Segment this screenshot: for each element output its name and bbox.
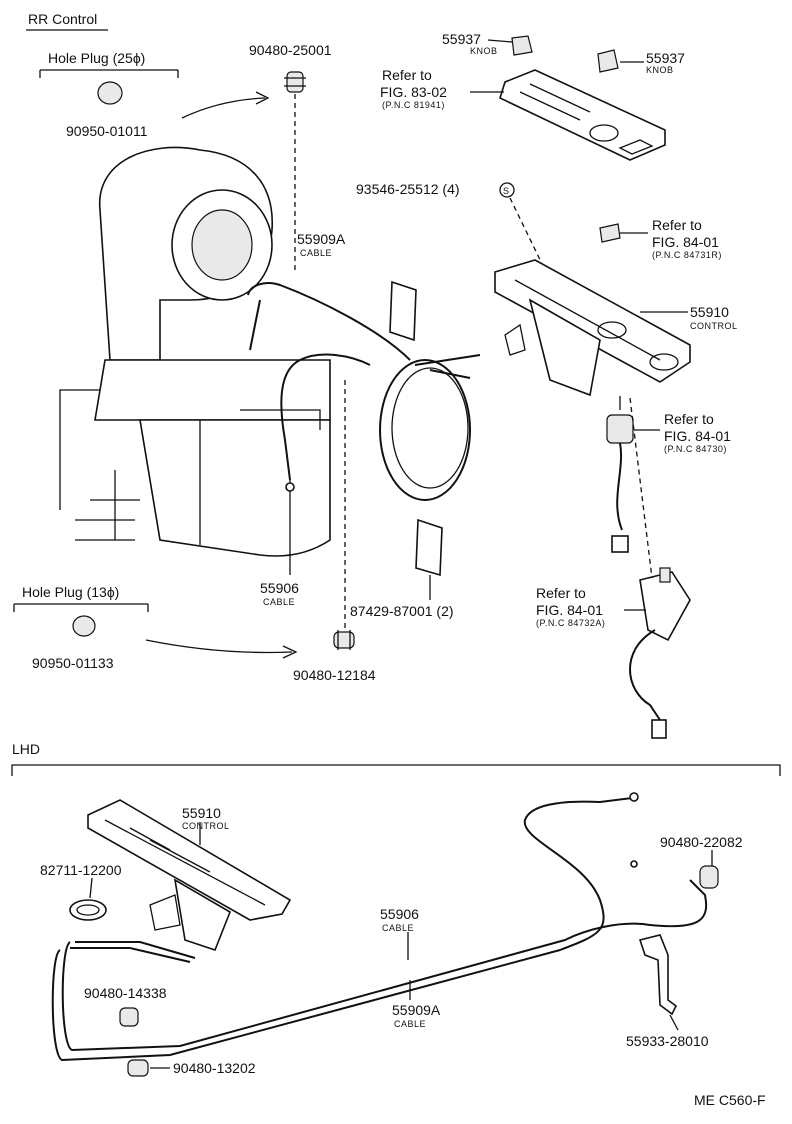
arrow-head-top (255, 91, 270, 105)
label-82711: 82711-12200 (40, 862, 122, 878)
hole-plug-25-part: 90950-01011 (66, 123, 148, 139)
cable-55906-top (280, 359, 301, 481)
cable-55906-top-end (299, 353, 371, 366)
label-refer-84b-fig: FIG. 84-01 (664, 428, 731, 444)
cable-end-lhd-2 (75, 941, 196, 959)
label-refer-84a-refer: Refer to (652, 217, 702, 233)
grommet-14338-icon (119, 1007, 139, 1027)
clip-icon (599, 223, 621, 243)
grommet-icon (284, 71, 306, 93)
cable-coil (379, 359, 471, 501)
label-55909a-top-part: 55909A (297, 231, 346, 247)
label-knob-a-part: 55937 (442, 31, 481, 47)
label-control-top-part: 55910 (690, 304, 729, 320)
hole-plug-13-part: 90950-01133 (32, 655, 114, 671)
resistor-component (629, 567, 691, 739)
drawing-code: ME C560-F (694, 1092, 766, 1108)
label-55906-lhd-part: 55906 (380, 906, 419, 922)
leader-screw (509, 197, 546, 271)
label-55906-top-desc: CABLE (263, 597, 295, 607)
label-55906-top-part: 55906 (260, 580, 299, 596)
arrow-curve-top (181, 97, 266, 119)
hole-plug-25-title: Hole Plug (25ϕ) (48, 50, 145, 66)
bracket-icon (638, 934, 678, 1016)
pad-lower-icon (415, 518, 443, 577)
cable-end-ring (629, 792, 639, 802)
label-control-lhd-desc: CONTROL (182, 821, 230, 831)
label-90480-13202: 90480-13202 (173, 1060, 256, 1076)
label-refer-84c-fig: FIG. 84-01 (536, 602, 603, 618)
cable-to-control (414, 354, 481, 366)
hole-plug-13-title: Hole Plug (13ϕ) (22, 584, 119, 600)
leader-knob-a (487, 39, 513, 43)
hole-plug-25-icon (97, 81, 123, 105)
label-refer-84c-refer: Refer to (536, 585, 586, 601)
cable-coil-inner (391, 367, 469, 489)
cable-to-control-2 (429, 369, 471, 379)
label-knob-b-part: 55937 (646, 50, 685, 66)
label-55906-lhd-desc: CABLE (382, 923, 414, 933)
section-title-rr: RR Control (28, 11, 97, 27)
control-unit-top (494, 259, 691, 397)
control-unit-lhd (87, 799, 292, 951)
label-refer-83-fig: FIG. 83-02 (380, 84, 447, 100)
label-refer-84c-pnc: (P.N.C 84732A) (536, 618, 605, 628)
grommet-12184-icon (333, 630, 355, 650)
label-refer-84a-pnc: (P.N.C 84731R) (652, 250, 722, 260)
leader-dashed-3 (629, 397, 653, 579)
label-90480-22082: 90480-22082 (660, 834, 743, 850)
label-87429: 87429-87001 (2) (350, 603, 454, 619)
grommet-22082-icon (699, 865, 719, 889)
cable-55906-lhd (51, 797, 633, 1062)
label-55933: 55933-28010 (626, 1033, 709, 1049)
hole-plug-13-callout: Hole Plug (13ϕ) 90950-01133 (13, 584, 298, 671)
lhd-bracket (11, 764, 781, 776)
leader-55933 (669, 1014, 679, 1031)
knob-icon-b (597, 49, 619, 73)
arrow-head-bottom (282, 645, 298, 659)
label-55909a-lhd-part: 55909A (392, 1002, 441, 1018)
label-knob-a-desc: KNOB (470, 46, 498, 56)
label-knob-b-desc: KNOB (646, 65, 674, 75)
label-refer-84b-pnc: (P.N.C 84730) (664, 444, 727, 454)
cable-end-icon (285, 482, 295, 492)
knob-icon (511, 35, 533, 56)
arrow-curve-bottom (145, 639, 293, 654)
cable-clip (249, 299, 261, 351)
label-90480-12184: 90480-12184 (293, 667, 376, 683)
label-screw-symbol: S (503, 186, 510, 196)
cable-end-lhd (70, 947, 191, 963)
label-screw-part: 93546-25512 (4) (356, 181, 460, 197)
section-title-lhd: LHD (12, 741, 40, 757)
heater-unit-drawing (59, 146, 331, 557)
label-refer-83-refer: Refer to (382, 67, 432, 83)
switch-component (606, 396, 634, 553)
clamp-icon (69, 899, 107, 921)
label-refer-84b-refer: Refer to (664, 411, 714, 427)
label-55909a-top-desc: CABLE (300, 248, 332, 258)
screw-symbol-circle (499, 182, 515, 198)
hole-plug-25-callout: Hole Plug (25ϕ) 90950-01011 (39, 50, 270, 139)
cable-55909a-top (247, 282, 411, 361)
label-refer-84a-fig: FIG. 84-01 (652, 234, 719, 250)
grommet-13202-icon (127, 1059, 149, 1077)
leader-82711 (89, 877, 93, 899)
label-90480-14338: 90480-14338 (84, 985, 167, 1001)
pad-upper-icon (389, 280, 417, 342)
control-panel-plate (499, 69, 666, 161)
label-90480-25001: 90480-25001 (249, 42, 332, 58)
label-control-lhd-part: 55910 (182, 805, 221, 821)
label-control-top-desc: CONTROL (690, 321, 738, 331)
cable-55909a-lhd (61, 879, 708, 1052)
cable-end-ring-2 (630, 860, 638, 868)
hole-plug-13-icon (72, 615, 96, 637)
label-55909a-lhd-desc: CABLE (394, 1019, 426, 1029)
label-refer-83-pnc: (P.N.C 81941) (382, 100, 445, 110)
